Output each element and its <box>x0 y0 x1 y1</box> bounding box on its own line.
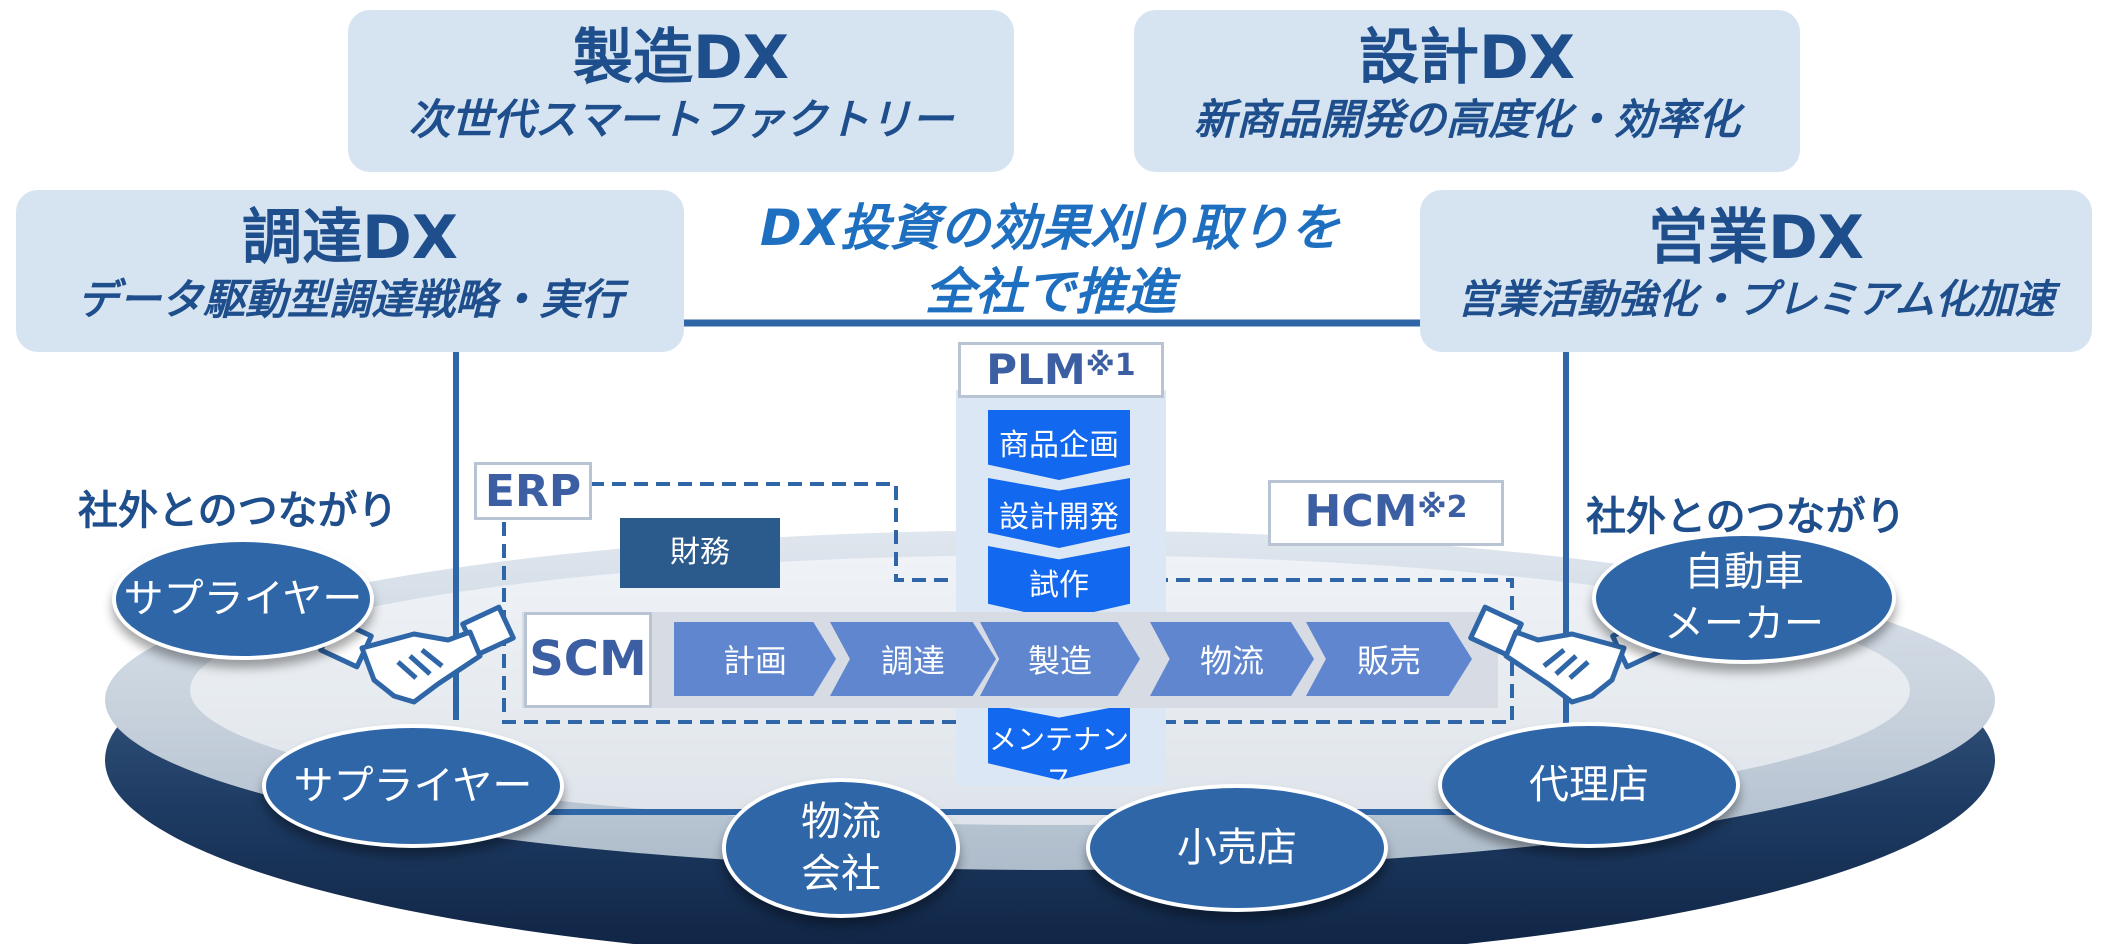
procurement-dx-subtitle: データ駆動型調達戦略・実行 <box>76 275 623 324</box>
center-message: DX投資の効果刈り取りを 全社で推進 <box>700 196 1400 324</box>
finance-box: 財務 <box>620 518 780 588</box>
finance-label: 財務 <box>670 535 730 570</box>
plm-label: PLM <box>986 345 1086 394</box>
scm-step-plan: 計画 <box>674 622 836 696</box>
partner-supplier-top: サプライヤー <box>112 538 374 660</box>
partner-agency: 代理店 <box>1438 722 1740 848</box>
sales-dx-title: 営業DX <box>1647 203 1865 273</box>
scm-step-sales: 販売 <box>1306 622 1472 696</box>
design-dx-title: 設計DX <box>1358 23 1576 93</box>
sales-dx-box: 営業DX 営業活動強化・プレミアム化加速 <box>1420 190 2092 352</box>
manufacturing-dx-box: 製造DX 次世代スマートファクトリー <box>348 10 1014 172</box>
scm-step-procure: 調達 <box>830 622 996 696</box>
erp-label-box: ERP <box>474 462 592 520</box>
plm-step-design: 設計開発 <box>988 478 1130 548</box>
sales-dx-subtitle: 営業活動強化・プレミアム化加速 <box>1457 277 2055 323</box>
erp-label: ERP <box>484 466 582 517</box>
manufacturing-dx-subtitle: 次世代スマートファクトリー <box>408 95 954 144</box>
external-connection-left: 社外とのつながり <box>78 488 398 534</box>
hcm-label: HCM <box>1304 486 1418 537</box>
scm-step-manufacture: 製造 <box>980 622 1140 696</box>
partner-retail-store: 小売店 <box>1086 784 1388 912</box>
erp-dashed-boundary <box>502 482 1514 724</box>
plm-note: ※1 <box>1085 348 1136 383</box>
partner-logistics-company: 物流 会社 <box>722 778 960 918</box>
scm-step-logistics: 物流 <box>1150 622 1314 696</box>
scm-label-box: SCM <box>524 612 652 708</box>
plm-step-planning: 商品企画 <box>988 410 1130 480</box>
center-message-line2: 全社で推進 <box>925 263 1175 321</box>
hcm-label-box: HCM※2 <box>1268 480 1504 546</box>
plm-label-box: PLM※1 <box>958 342 1164 398</box>
partner-supplier-bottom: サプライヤー <box>262 724 564 848</box>
procurement-dx-title: 調達DX <box>241 203 459 273</box>
center-message-line1: DX投資の効果刈り取りを <box>759 199 1341 257</box>
design-dx-box: 設計DX 新商品開発の高度化・効率化 <box>1134 10 1800 172</box>
plm-step-prototype: 試作 <box>988 546 1130 620</box>
design-dx-subtitle: 新商品開発の高度化・効率化 <box>1193 95 1740 144</box>
manufacturing-dx-title: 製造DX <box>572 23 790 93</box>
scm-label: SCM <box>529 631 647 687</box>
procurement-dx-box: 調達DX データ駆動型調達戦略・実行 <box>16 190 684 352</box>
partner-automaker: 自動車 メーカー <box>1592 532 1896 664</box>
plm-step-maintenance: メンテナンス <box>988 704 1130 780</box>
hcm-note: ※2 <box>1417 490 1468 525</box>
